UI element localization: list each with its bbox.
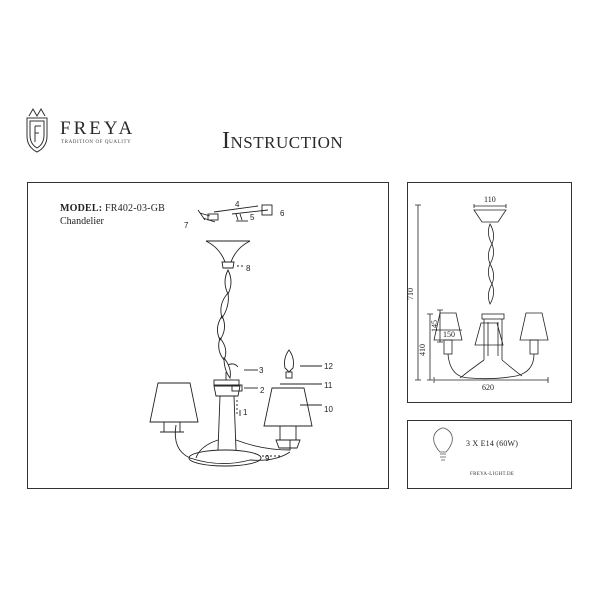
dim-body-height: 410 (418, 344, 427, 356)
part-label-12: 12 (324, 362, 333, 371)
dim-total-height: 710 (406, 288, 415, 300)
dim-shade-width: 150 (443, 330, 455, 339)
dim-total-width: 620 (482, 383, 494, 392)
part-label-9: 9 (265, 454, 270, 463)
page-title: Instruction (222, 128, 344, 154)
dim-shade-height: 145 (430, 320, 439, 332)
website: FREYA-LIGHT.DE (470, 472, 515, 477)
part-label-4: 4 (235, 200, 240, 209)
bulb-spec: 3 X E14 (60W) (466, 439, 519, 448)
part-label-10: 10 (324, 405, 333, 414)
assembly-panel (27, 182, 389, 489)
part-label-3: 3 (259, 366, 264, 375)
brand-name: FREYA (60, 118, 136, 139)
part-label-6: 6 (280, 209, 285, 218)
model-line: MODEL: FR402-03-GB (60, 203, 165, 214)
part-label-11: 11 (324, 381, 333, 390)
dim-canopy: 110 (484, 195, 496, 204)
part-label-8: 8 (246, 264, 251, 273)
brand-tagline: TRADITION OF QUALITY (61, 140, 132, 145)
part-label-1: 1 (243, 408, 248, 417)
part-label-2: 2 (260, 386, 265, 395)
product-type: Chandelier (60, 216, 104, 227)
model-code: FR402-03-GB (105, 203, 165, 214)
dimensions-panel (407, 182, 572, 403)
part-label-5: 5 (250, 213, 255, 222)
spec-panel (407, 420, 572, 489)
part-label-7: 7 (184, 221, 189, 230)
model-label: MODEL: (60, 203, 103, 214)
